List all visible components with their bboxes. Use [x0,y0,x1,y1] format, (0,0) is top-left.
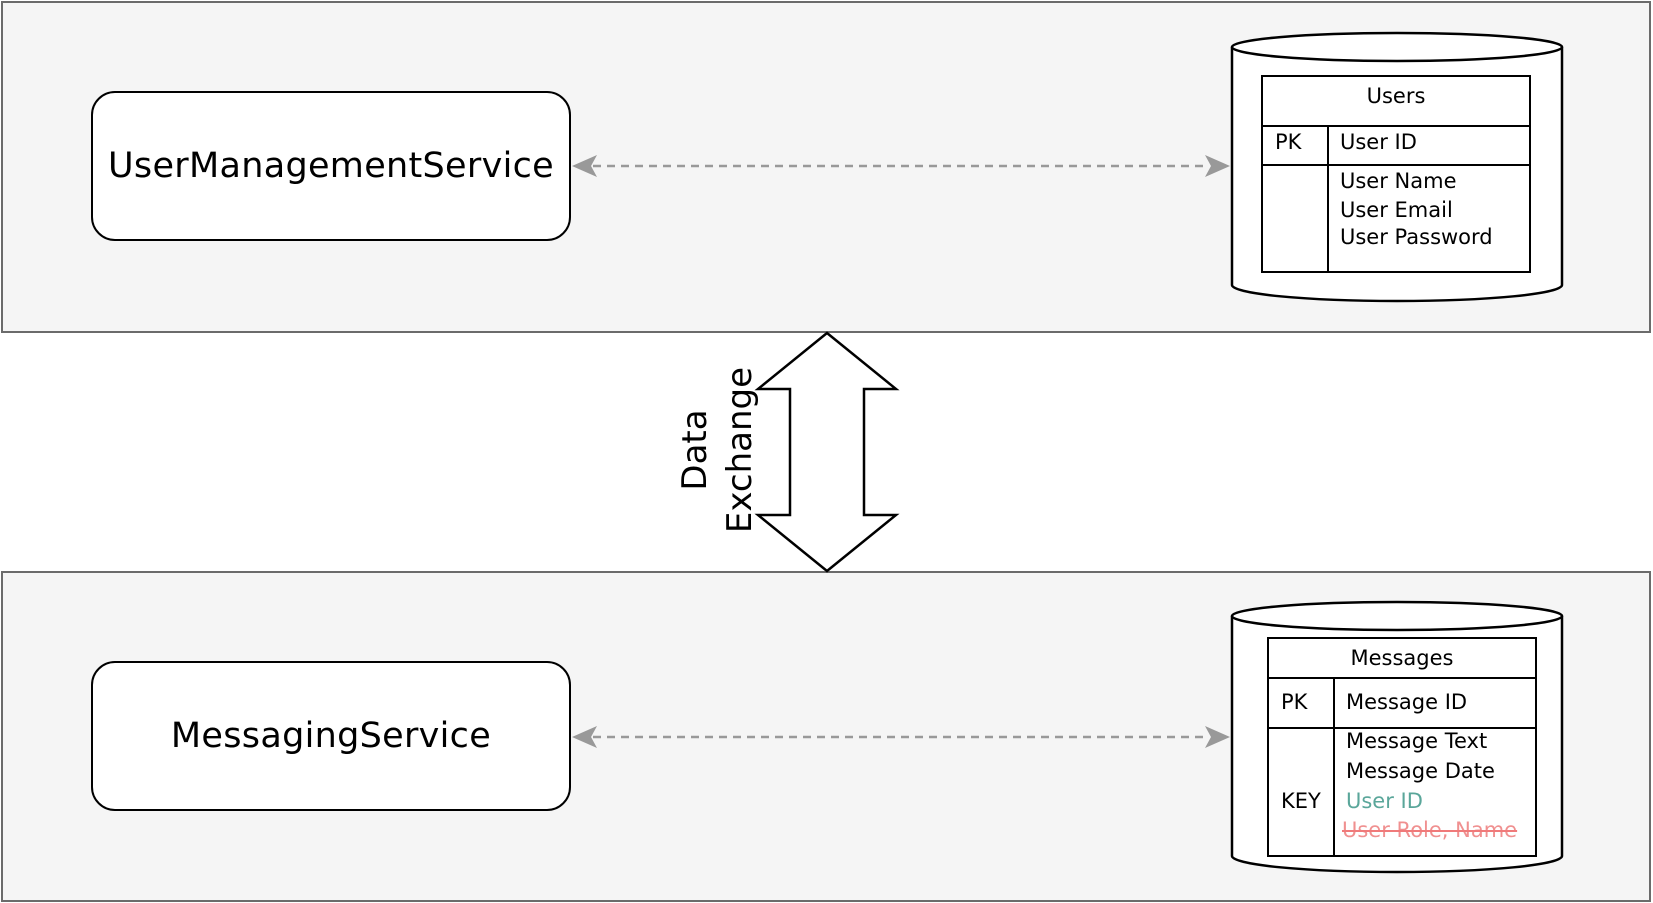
messages-field-text: Message Text [1346,729,1488,753]
messages-table: Messages PK Message ID KEY Message Text … [1267,637,1537,857]
messages-field-user-id: User ID [1346,789,1423,813]
messages-pk-field: Message ID [1346,690,1468,714]
messages-pk-label: PK [1281,690,1308,714]
data-exchange-arrow [754,331,900,573]
users-table-title: Users [1366,84,1426,108]
users-field-name: User Name [1340,169,1457,193]
user-management-service-label: UserManagementService [108,146,554,186]
user-management-service-box: UserManagementService [91,91,571,241]
data-exchange-line1: Data [675,409,715,491]
users-pk-field: User ID [1340,130,1417,154]
messages-field-date: Message Date [1346,759,1495,783]
users-field-password: User Password [1340,225,1493,249]
data-exchange-line2: Exchange [720,366,760,534]
users-pk-label: PK [1275,130,1302,154]
messaging-service-label: MessagingService [170,716,492,756]
users-table: Users PK User ID User Name User Email Us… [1261,75,1531,273]
messages-field-user-role-name: User Role, Name [1342,818,1518,842]
messaging-service-box: MessagingService [91,661,571,811]
messages-key-label: KEY [1281,789,1321,813]
messaging-db-connector [572,726,1230,748]
messages-table-title: Messages [1350,646,1454,670]
users-field-email: User Email [1340,198,1453,222]
user-db-connector [572,155,1230,177]
